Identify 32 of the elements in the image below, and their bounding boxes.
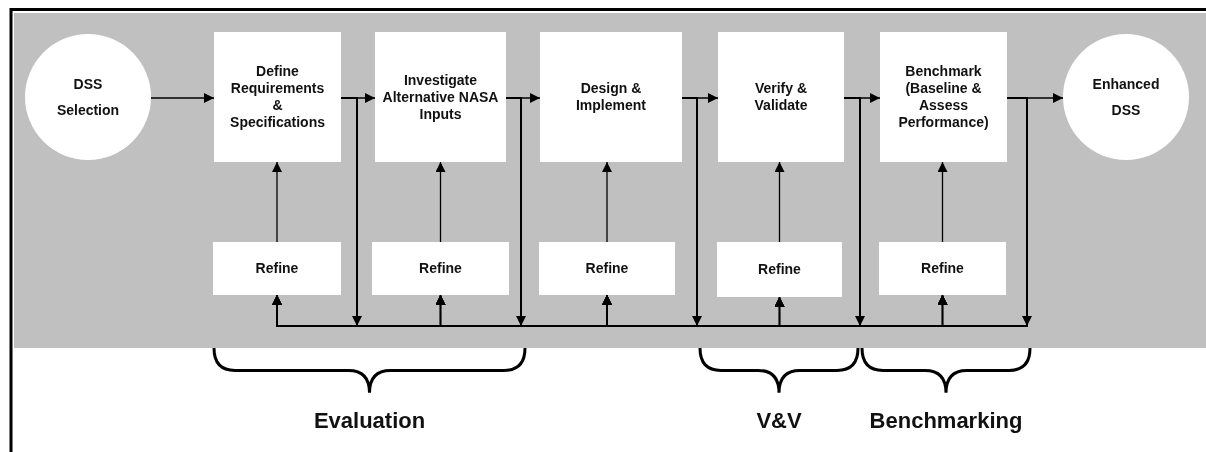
refine-box <box>717 242 842 297</box>
refine-box <box>372 242 509 295</box>
process-box <box>375 32 506 162</box>
node-label: Refine <box>254 260 300 277</box>
arrow <box>150 93 215 103</box>
node-label: Verify & Validate <box>754 80 808 114</box>
node-label: Refine <box>584 260 630 277</box>
node-label: Investigate Alternative NASA Inputs <box>381 71 500 123</box>
node-label: Enhanced DSS <box>1092 75 1160 120</box>
node-label: Benchmark (Baseline & Assess Performance) <box>898 63 989 131</box>
arrow <box>774 161 785 243</box>
process-box <box>214 32 341 162</box>
process-box <box>880 32 1007 162</box>
arrow <box>435 161 446 243</box>
arrow <box>602 161 612 243</box>
group-label: V&V <box>756 408 802 434</box>
arrow <box>937 161 948 243</box>
arrow <box>937 97 1028 327</box>
process-box <box>540 32 682 162</box>
node-label: Refine <box>418 260 463 277</box>
node-label: Refine <box>920 260 965 277</box>
node-label: DSS Selection <box>56 75 120 120</box>
refine-box <box>213 242 341 295</box>
process-box <box>718 32 844 162</box>
refine-box <box>879 242 1006 295</box>
arrow <box>272 161 282 243</box>
refine-box <box>539 242 675 295</box>
node-label: Design & Implement <box>576 80 646 114</box>
node-label: Define Requirements & Specifications <box>230 63 325 131</box>
group-label: Benchmarking <box>869 408 1023 434</box>
node-label: Refine <box>757 261 802 278</box>
group-label: Evaluation <box>313 408 426 434</box>
